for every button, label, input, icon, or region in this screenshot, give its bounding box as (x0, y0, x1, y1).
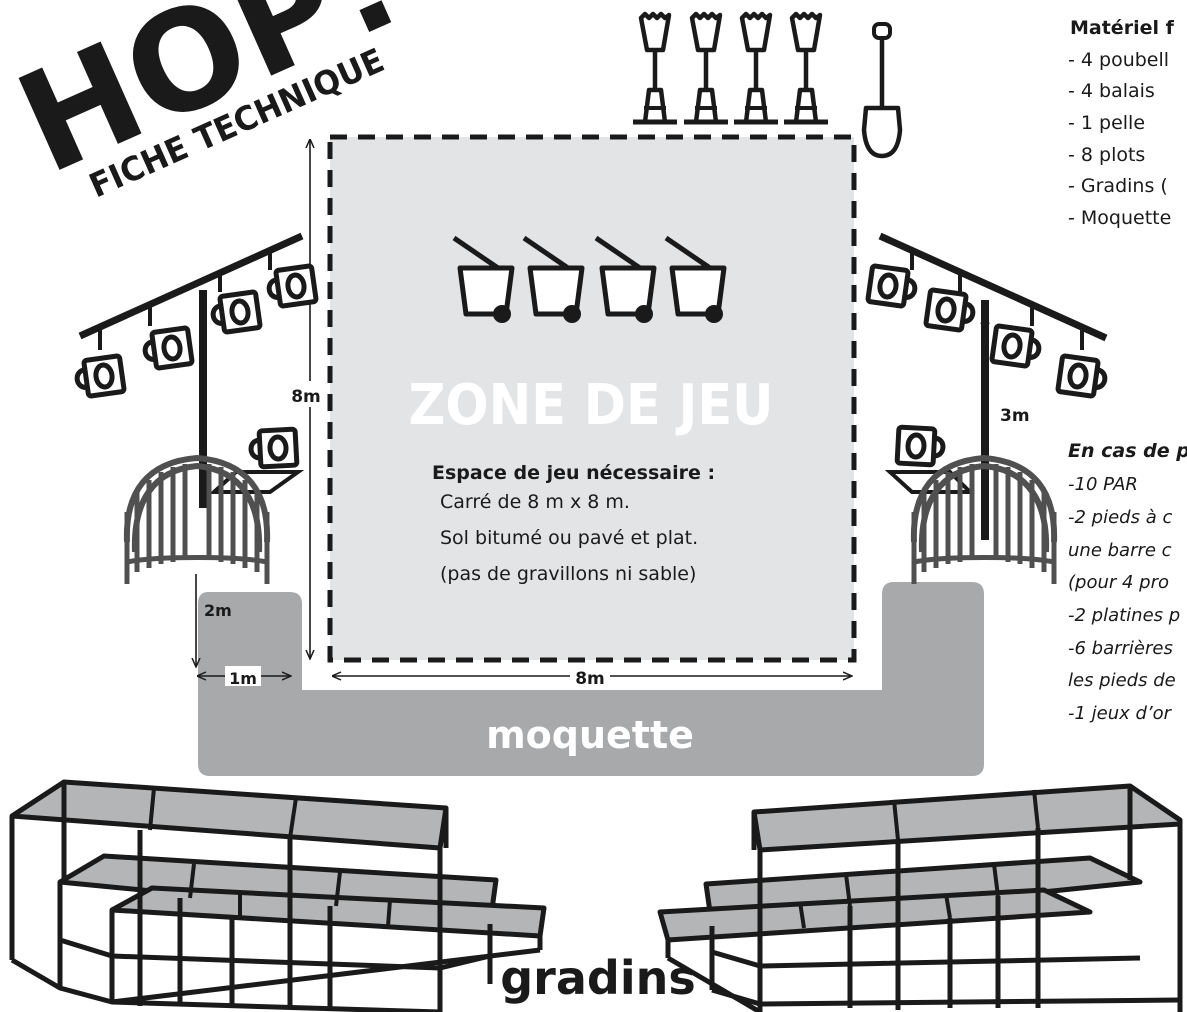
crowd-barrier-icon (127, 458, 267, 584)
lighting-item: -1 jeux d’or (1068, 703, 1173, 724)
zone-line: (pas de gravillons ni sable) (440, 563, 696, 585)
spotlight-icon (75, 356, 125, 398)
lighting-item: -6 barrières (1068, 638, 1173, 659)
lighting-item: -2 platines p (1068, 605, 1180, 626)
lighting-title: En cas de p (1068, 440, 1187, 462)
dimension-label: 1m (229, 669, 257, 688)
dimension-label: 8m (575, 669, 605, 689)
zone-line: Carré de 8 m x 8 m. (440, 491, 630, 513)
zone-title: ZONE DE JEU (409, 373, 774, 438)
broom-icon (734, 14, 778, 122)
bleachers-label: gradins (500, 951, 695, 1005)
spotlight-icon (1058, 356, 1108, 398)
zone-heading: Espace de jeu nécessaire : (432, 462, 715, 484)
zone-line: Sol bitumé ou pavé et plat. (440, 527, 698, 549)
spotlight-icon (267, 266, 317, 308)
materiel-list: Matériel f - 4 poubell - 4 balais - 1 pe… (1068, 17, 1175, 229)
spotlight-icon (250, 429, 297, 467)
carpet-area (198, 582, 984, 776)
materiel-item: - 4 poubell (1068, 49, 1169, 71)
lighting-item: les pieds de (1068, 670, 1176, 691)
materiel-item: - Moquette (1068, 207, 1171, 229)
spotlight-icon (143, 328, 193, 370)
bleacher-icon (9, 779, 547, 1012)
materiel-item: - Gradins ( (1068, 175, 1168, 197)
broom-icon (633, 14, 677, 122)
lighting-item: une barre c (1068, 540, 1172, 561)
lighting-item: -10 PAR (1068, 474, 1138, 495)
lighting-list: En cas de p -10 PAR -2 pieds à c une bar… (1068, 440, 1187, 724)
dimension-label: 8m (291, 387, 321, 407)
spotlight-icon (926, 290, 976, 332)
broom-icon (684, 14, 728, 122)
lighting-item: (pour 4 pro (1068, 572, 1169, 593)
carpet-label: moquette (486, 713, 694, 757)
play-zone-border (327, 134, 857, 663)
dimension-label: 2m (204, 601, 232, 620)
spotlight-icon (992, 326, 1042, 368)
spotlight-icon (897, 427, 944, 465)
spotlight-icon (868, 266, 918, 308)
play-zone (330, 137, 854, 660)
materiel-title: Matériel f (1070, 17, 1175, 39)
broom-icon (784, 14, 828, 122)
materiel-item: - 8 plots (1068, 144, 1145, 166)
dimension-label: 3m (1000, 406, 1030, 426)
materiel-item: - 4 balais (1068, 80, 1155, 102)
lighting-item: -2 pieds à c (1068, 507, 1172, 528)
bleacher-icon (657, 783, 1183, 1012)
materiel-item: - 1 pelle (1068, 112, 1145, 134)
shovel-icon (861, 22, 903, 159)
spotlight-icon (211, 292, 261, 334)
